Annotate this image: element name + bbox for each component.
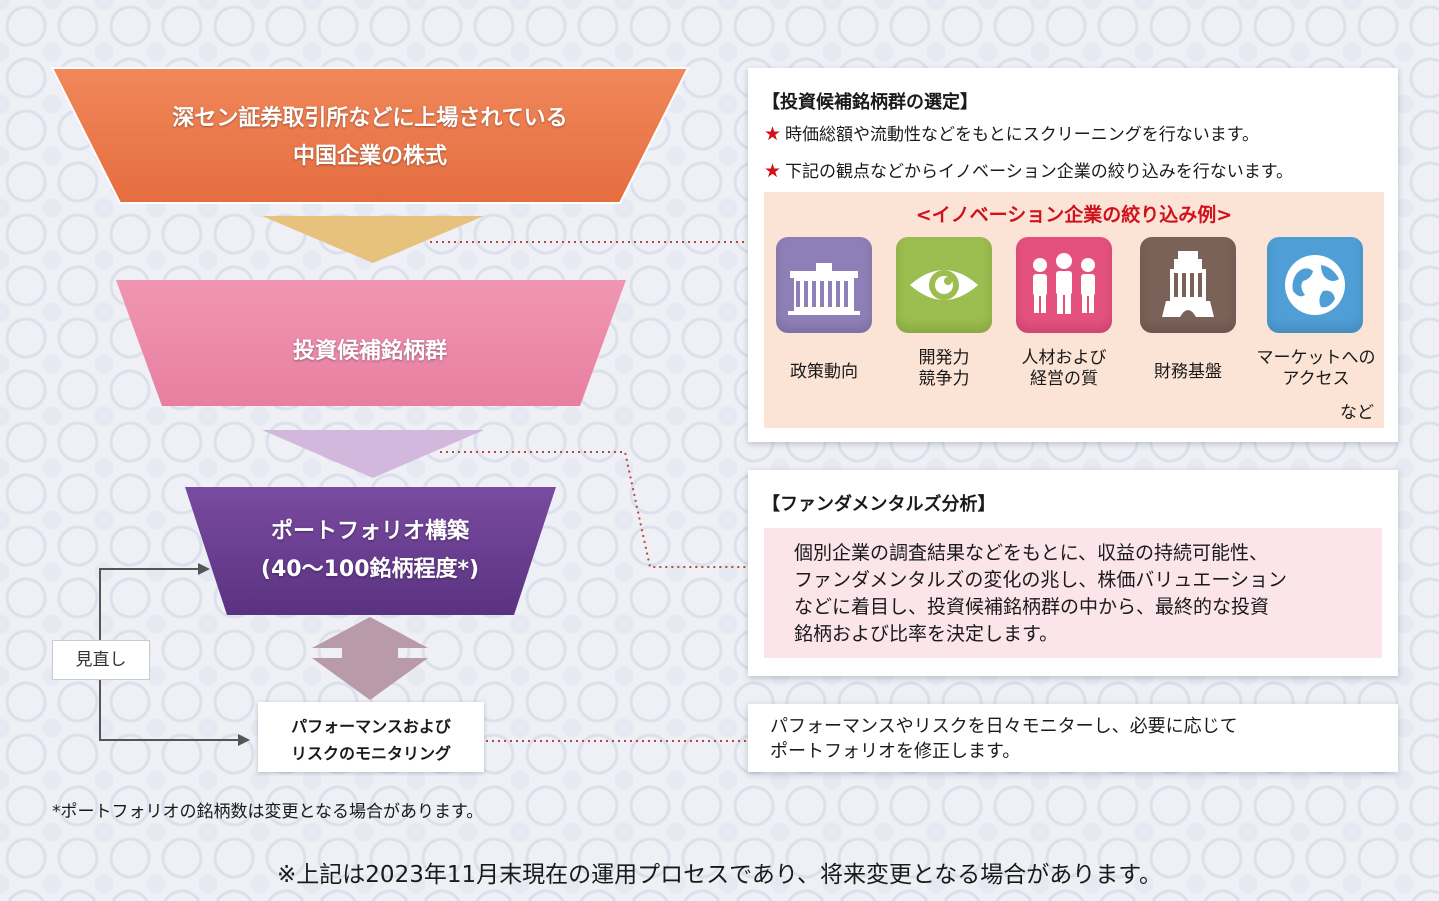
stage-portfolio-label: ポートフォリオ構築 (40〜100銘柄程度*) [200, 513, 540, 589]
stage-portfolio-line1: ポートフォリオ構築 [270, 519, 469, 544]
monitoring-panel: パフォーマンスやリスクを日々モニターし、必要に応じて ポートフォリオを修正します… [748, 704, 1398, 772]
monitoring-line2: リスクのモニタリング [290, 744, 451, 763]
selection-bullet-1: ★時価総額や流動性などをもとにスクリーニングを行ないます。 [764, 120, 1259, 145]
stage-market-line2: 中国企業の株式 [292, 144, 447, 169]
examples-title: <イノベーション企業の絞り込み例> [915, 204, 1233, 226]
stage-portfolio-line2: (40〜100銘柄程度*) [260, 557, 480, 582]
government-building-icon [776, 237, 872, 333]
example-label-people: 人材および 経営の質 [1021, 348, 1107, 389]
selection-bullet-2: ★下記の観点などからイノベーション企業の絞り込みを行ないます。 [764, 157, 1293, 182]
monitoring-line1: パフォーマンスおよび [291, 717, 451, 736]
footnote: *ポートフォリオの銘柄数は変更となる場合があります。 [52, 802, 484, 822]
monitoring-desc-line2: ポートフォリオを修正します。 [770, 741, 1021, 762]
stage-portfolio-shape [185, 487, 556, 615]
examples-etc: など [1340, 403, 1374, 423]
people-icon [1016, 237, 1112, 333]
selection-bullet-2-text: 下記の観点などからイノベーション企業の絞り込みを行ないます。 [785, 162, 1294, 182]
monitoring-description: パフォーマンスやリスクを日々モニターし、必要に応じて ポートフォリオを修正します… [770, 714, 1380, 764]
stage-candidates-label: 投資候補銘柄群 [292, 339, 447, 364]
examples-area: <イノベーション企業の絞り込み例> [764, 192, 1384, 428]
stage-market-label: 深セン証券取引所などに上場されている 中国企業の株式 [80, 100, 660, 176]
selection-panel: 【投資候補銘柄群の選定】 ★時価総額や流動性などをもとにスクリーニングを行ないま… [748, 68, 1398, 442]
fundamentals-line4: 銘柄および比率を決定します。 [794, 623, 1059, 645]
monitoring-desc-line1: パフォーマンスやリスクを日々モニターし、必要に応じて [770, 716, 1238, 737]
review-arrow-head-top [198, 563, 210, 575]
double-arrow-icon [312, 617, 428, 700]
example-label-development: 開発力 競争力 [918, 348, 970, 389]
fundamentals-line2: ファンダメンタルズの変化の兆し、株価バリュエーション [794, 569, 1288, 591]
globe-icon [1267, 237, 1363, 333]
stage-market-line1: 深セン証券取引所などに上場されている [172, 106, 568, 131]
review-arrow-head-bottom [238, 734, 250, 746]
fundamentals-panel-title: 【ファンダメンタルズ分析】 [762, 494, 996, 515]
monitoring-box: パフォーマンスおよび リスクのモニタリング [258, 702, 484, 772]
fundamentals-description: 個別企業の調査結果などをもとに、収益の持続可能性、 ファンダメンタルズの変化の兆… [764, 528, 1382, 658]
selection-bullet-1-text: 時価総額や流動性などをもとにスクリーニングを行ないます。 [785, 125, 1260, 145]
fundamentals-line1: 個別企業の調査結果などをもとに、収益の持続可能性、 [794, 542, 1269, 564]
example-label-finance: 財務基盤 [1154, 362, 1222, 382]
fundamentals-panel: 【ファンダメンタルズ分析】 個別企業の調査結果などをもとに、収益の持続可能性、 … [748, 470, 1398, 676]
connector-triangle-1 [262, 216, 484, 263]
bottom-note: ※上記は2023年11月末現在の運用プロセスであり、将来変更となる場合があります… [277, 862, 1162, 888]
selection-panel-title: 【投資候補銘柄群の選定】 [762, 92, 978, 113]
review-label: 見直し [52, 640, 150, 680]
star-icon: ★ [764, 123, 782, 145]
connector-triangle-2 [262, 430, 484, 478]
stage-candidates-shape [116, 280, 626, 406]
eye-icon [896, 237, 992, 333]
example-label-policy: 政策動向 [790, 362, 858, 382]
star-icon: ★ [764, 160, 782, 182]
stage-market-shape [50, 67, 690, 204]
example-label-market-access: マーケットへの アクセス [1256, 348, 1376, 389]
fundamentals-line3: などに着目し、投資候補銘柄群の中から、最終的な投資 [794, 596, 1270, 618]
skyscraper-icon [1140, 237, 1236, 333]
